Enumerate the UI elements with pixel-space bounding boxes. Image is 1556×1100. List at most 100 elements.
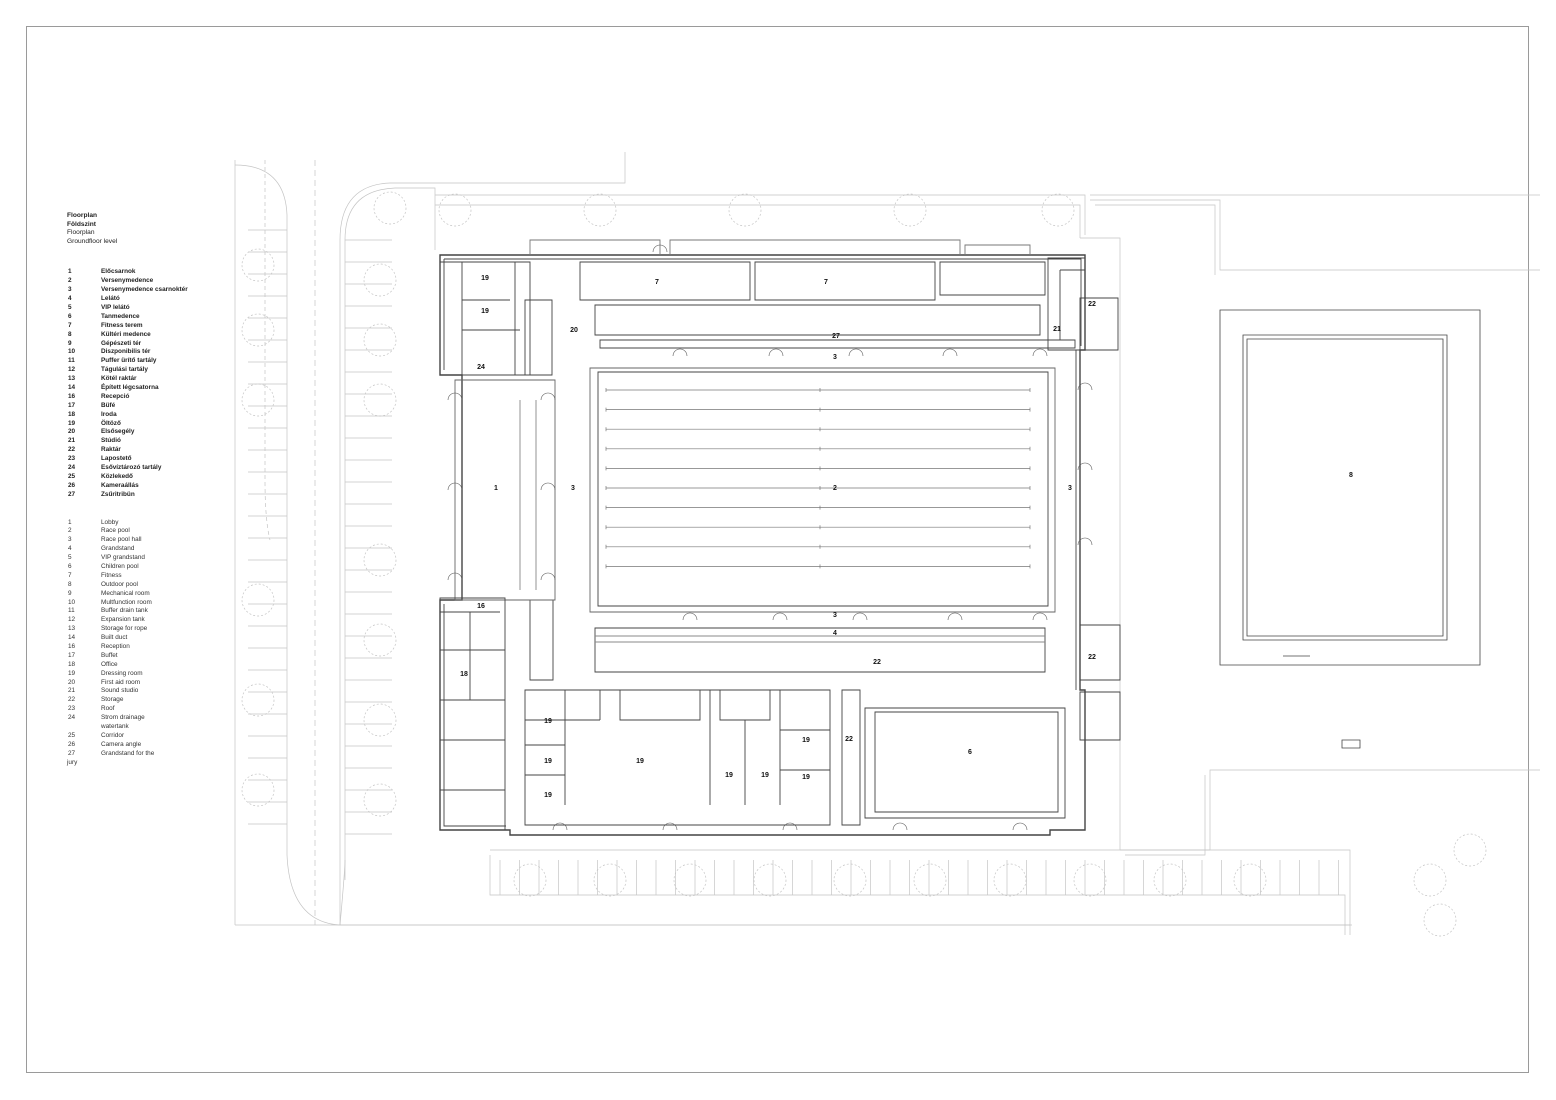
legend-label: Versenymedence [101, 277, 154, 285]
legend-number: 23 [68, 705, 76, 713]
legend-number: 14 [68, 383, 76, 391]
drawing-frame [26, 26, 1529, 1073]
room-label: 1 [494, 485, 498, 492]
legend-row: 23 Roof [67, 705, 227, 714]
legend-number: 11 [68, 607, 75, 615]
tree-canopy [363, 623, 397, 657]
legend-label: Fitness [101, 571, 122, 579]
legend-label: Zsűritribün [101, 490, 135, 498]
door-swing [682, 612, 698, 621]
legend-number: 27 [68, 749, 76, 757]
legend-number: 13 [68, 375, 76, 383]
legend-label: Öltöző [101, 419, 121, 427]
room-label: 19 [802, 737, 810, 744]
door-swing [782, 822, 798, 831]
legend-number: 2 [68, 277, 72, 285]
legend-number: 12 [68, 616, 76, 624]
room-label: 6 [968, 749, 972, 756]
legend-label: Puffer ürítő tartály [101, 357, 157, 365]
legend-label: Tanmedence [101, 312, 140, 320]
tree-canopy [438, 193, 472, 227]
legend-number: 14 [68, 634, 76, 642]
plan-title: Floorplan [67, 212, 98, 219]
tree-canopy [241, 383, 275, 417]
legend-number: 24 [68, 714, 76, 722]
door-swing [852, 612, 868, 621]
door-swing [672, 348, 688, 357]
legend-number: 22 [68, 446, 76, 454]
plan-title-en: Floorplan [67, 229, 95, 237]
door-swings [447, 244, 1093, 831]
legend-label: Gépészeti tér [101, 339, 142, 347]
room-label: 7 [824, 279, 828, 286]
legend-label: Versenymedence csarnoktér [101, 286, 188, 294]
legend-number: 16 [68, 643, 76, 650]
legend-number: 11 [68, 357, 75, 365]
door-swing [552, 822, 568, 831]
legend-number: 20 [68, 428, 76, 436]
legend-label: Race pool hall [101, 536, 142, 544]
legend-label: Előcsarnok [101, 268, 136, 276]
legend-number: 24 [68, 463, 76, 471]
legend-label: Reception [101, 643, 130, 650]
door-swing [447, 572, 463, 581]
legend-row: 4 Lelátó [67, 295, 227, 304]
legend-number: 26 [68, 481, 76, 489]
legend-label: Lelátó [101, 295, 120, 303]
tree-canopy [913, 863, 947, 897]
room-label: 19 [544, 758, 552, 765]
door-swing [540, 572, 556, 581]
door-swing [1012, 822, 1028, 831]
legend-row: 22 Storage [67, 696, 227, 705]
legend-label: Stúdió [101, 437, 121, 445]
tree-canopy [373, 191, 407, 225]
legend-number: 4 [68, 295, 72, 303]
legend-number: 23 [68, 455, 76, 463]
legend-label: VIP grandstand [101, 554, 145, 562]
tree-canopy [1413, 863, 1447, 897]
legend-number: 22 [68, 696, 76, 704]
tree-canopy [1073, 863, 1107, 897]
legend-label: Lobby [101, 518, 119, 526]
legend-label: Children pool [101, 562, 139, 570]
legend: Floorplan Földszint Floorplan Groundfloo… [67, 212, 227, 768]
legend-number: 9 [68, 589, 72, 597]
legend-label: Roof [101, 705, 115, 713]
tree-canopy [833, 863, 867, 897]
door-swing [540, 482, 556, 491]
legend-row: 9 Gépészeti tér [67, 340, 227, 349]
room-label: 19 [802, 774, 810, 781]
legend-number: 9 [68, 339, 72, 347]
legend-label: Storage [101, 696, 124, 704]
room-label: 3 [1068, 485, 1072, 492]
door-swing [447, 482, 463, 491]
legend-number: 7 [68, 571, 72, 579]
legend-number: 10 [68, 348, 76, 356]
legend-row: 16 Reception [67, 643, 227, 652]
building [439, 239, 1121, 836]
legend-number: 18 [68, 660, 76, 668]
site-context [234, 152, 1540, 937]
